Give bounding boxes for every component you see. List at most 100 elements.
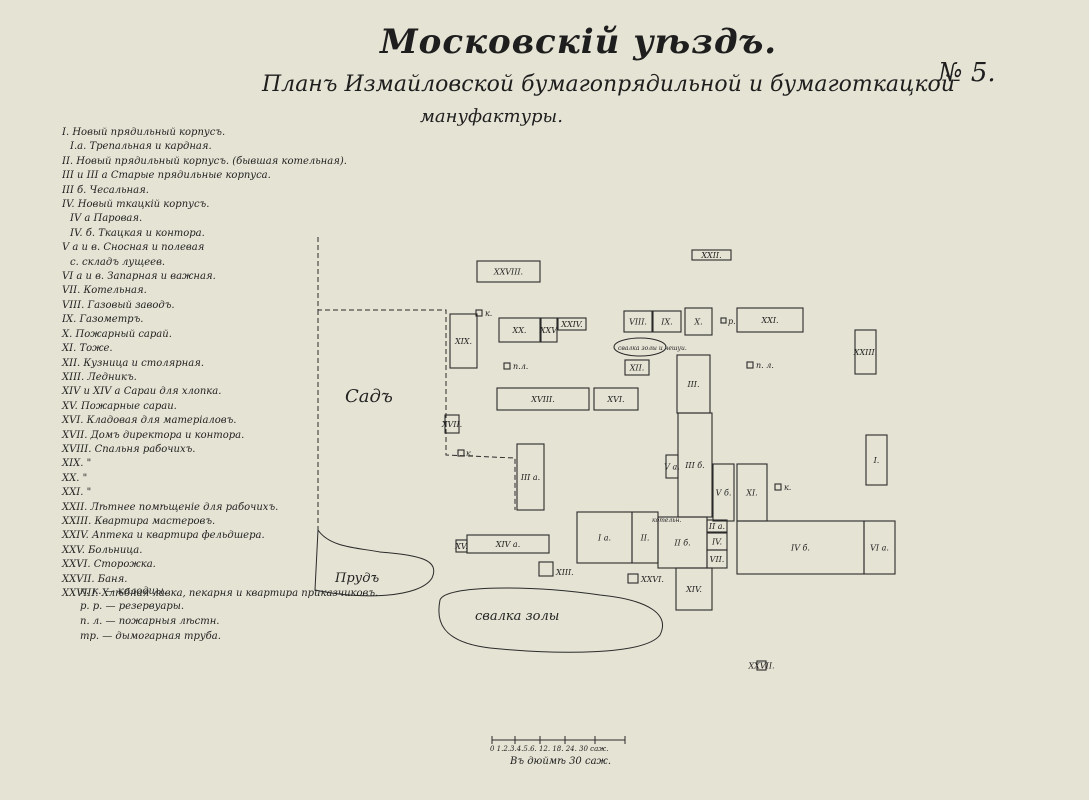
legend-key: XIX. [62, 458, 84, 470]
legend-item: XXVI. Сторожка. [62, 558, 332, 572]
abbreviation-item: тр. — дымогарная труба. [80, 631, 221, 642]
building-label: XVIII. [530, 395, 555, 404]
legend-text: " [82, 472, 88, 484]
abbreviation-item: р. р. — резервуары. [80, 601, 185, 612]
legend-key: V а и в. [62, 242, 101, 254]
well-marker-2 [774, 483, 782, 491]
legend-text: Паровая. [93, 213, 143, 225]
building-label: III а. [520, 473, 540, 482]
legend-key: XII. [62, 357, 81, 369]
legend-text: Сносная и полевая [103, 242, 205, 254]
building-label: XVII. [441, 420, 462, 429]
abbreviation-key: п. л. [80, 616, 103, 627]
legend-key: XIV и XIV а [62, 386, 121, 398]
well-marker [475, 309, 483, 317]
legend-key: I.а. [70, 141, 87, 153]
building: IX. [652, 310, 682, 333]
pond [314, 528, 435, 597]
legend-item: I. Новый прядильный корпусъ. [62, 126, 332, 140]
fire-ladder-label: п. л. [756, 361, 774, 370]
legend-key: XXVIII. [62, 588, 99, 599]
legend-text: " [86, 458, 92, 470]
building-label: IV б. [790, 544, 810, 553]
building-outline [496, 387, 590, 411]
building-outline [736, 307, 804, 333]
legend-item: V а и в. Сносная и полевая [62, 241, 332, 255]
well-label-2: к. [784, 483, 791, 492]
building: XIV а. [466, 534, 550, 554]
building: II а. [706, 519, 728, 533]
legend-key: X. [62, 328, 73, 340]
legend-item: I.а. Трепальная и кардная. [62, 140, 332, 154]
building-label: IV. [711, 538, 722, 547]
legend-item: II. Новый прядильный корпусъ. (бывшая ко… [62, 155, 347, 169]
legend-text: Кузница и столярная. [83, 357, 204, 369]
legend-text: Новый прядильный корпусъ. (бывшая котель… [76, 155, 347, 167]
legend-item: XXVII. Баня. [62, 573, 332, 587]
plan-title-line1: Планъ Измайловской бумагопрядильной и бу… [262, 72, 955, 97]
small-ash-dump [613, 337, 667, 357]
abbreviation-text: резервуары. [118, 601, 185, 612]
legend-item: XIII. Ледникъ. [62, 371, 332, 385]
building-outline [476, 260, 541, 283]
fire-ladder-marker [746, 361, 754, 369]
building: XVI. [593, 387, 639, 411]
legend-item: XI. Тоже. [62, 342, 332, 356]
legend-item: с. складъ лущеев. [62, 256, 332, 270]
markers-layer: к. р. п. л. п.л. к. к. котельн. [457, 309, 791, 524]
legend-item: XXVIII. Хлѣбная лавка, пекарня и квартир… [62, 587, 378, 601]
building-label: III б. [684, 461, 704, 470]
legend-key: IV. б. [70, 227, 96, 239]
building-outline [557, 317, 587, 331]
building-outline [706, 519, 728, 533]
legend-key: I. [62, 127, 70, 138]
legend-text: Домъ директора и контора. [90, 429, 245, 441]
building-outline [540, 317, 558, 343]
abbreviation-item: к. к. — колодцы. [80, 586, 167, 597]
legend-text: Сторожка. [93, 559, 156, 571]
building: XIII. [538, 561, 574, 577]
legend-item: XXII. Лѣтнее помѣщеніе для рабочихъ. [62, 501, 332, 515]
legend-key: XXV. [62, 544, 85, 556]
legend-key: XVIII. [62, 443, 92, 455]
building-outline [691, 249, 732, 261]
building: X. [684, 307, 713, 336]
kitchen-label: к. [466, 449, 473, 458]
legend-key: XXI. [62, 487, 84, 499]
legend-item: IV. б. Ткацкая и контора. [62, 227, 332, 241]
building: IV. [706, 532, 728, 551]
building: XXIII. [853, 329, 877, 375]
building-label: I а. [597, 534, 611, 543]
legend-item: VIII. Газовый заводъ. [62, 299, 332, 313]
abbreviation-item: п. л. — пожарныя лѣстн. [80, 616, 220, 627]
building-label: III. [686, 380, 699, 389]
building: XIV. [675, 567, 713, 611]
legend-text: Кладовая для матеріаловъ. [86, 415, 237, 427]
legend-key: III и III а [62, 170, 108, 182]
legend-text: Пожарные сараи. [80, 400, 177, 412]
legend-text: Спальня рабочихъ. [94, 443, 196, 455]
building-label: XV. [454, 542, 468, 551]
legend-text: Запарная и важная. [107, 271, 216, 283]
legend-item: XVII. Домъ директора и контора. [62, 429, 332, 443]
building-label: XXV. [539, 326, 558, 335]
building: XXVIII. [476, 260, 541, 283]
building: XXV. [539, 317, 558, 343]
legend-item: VI а и в. Запарная и важная. [62, 270, 332, 284]
building-label: XII. [629, 364, 645, 373]
building-label: V а. [664, 463, 680, 472]
building-outline [593, 387, 639, 411]
building-label: II. [640, 534, 650, 543]
legend-item: XIX. " [62, 457, 332, 471]
building-outline [516, 443, 545, 511]
building: VI а. [863, 520, 896, 575]
abbreviation-key: к. к. [80, 586, 102, 597]
legend-key: XXIV. [62, 530, 89, 542]
building-outline [652, 310, 682, 333]
building: XXI. [736, 307, 804, 333]
legend-key: VI а и в. [62, 271, 105, 283]
building: XXIV. [557, 317, 587, 331]
building-label: XXVII. [747, 662, 774, 671]
legend-text: Газовый заводъ. [87, 299, 175, 311]
